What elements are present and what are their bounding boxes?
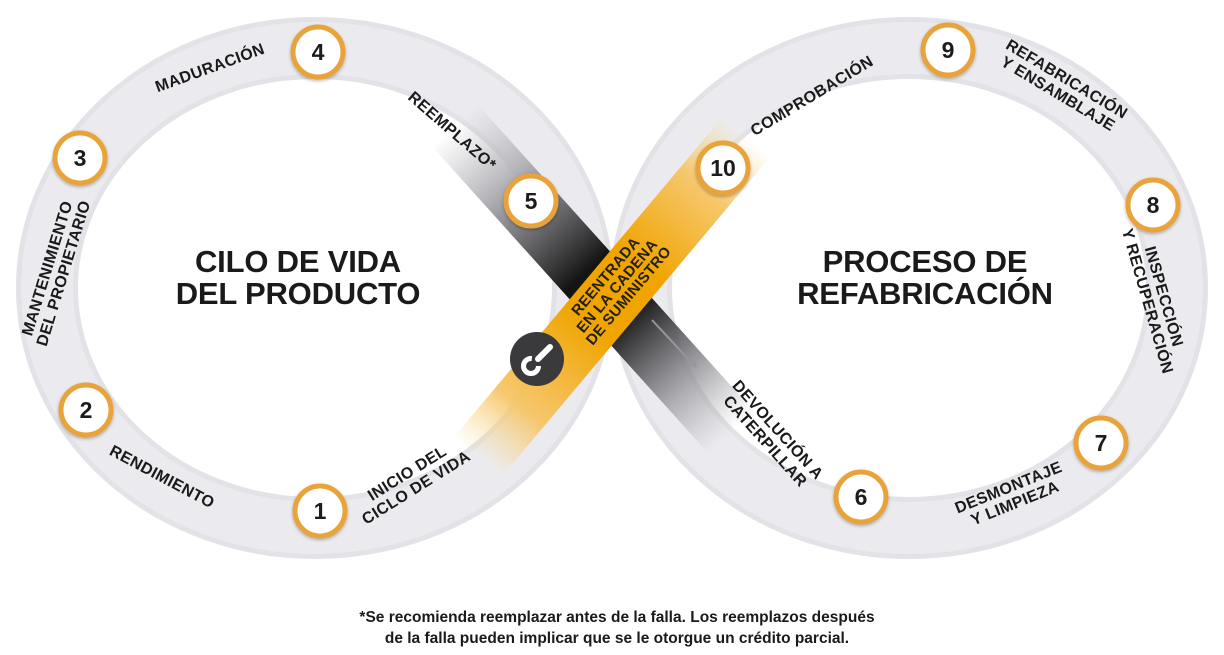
right-title-line1: PROCESO DE bbox=[823, 244, 1028, 279]
left-title-line2: DEL PRODUCTO bbox=[176, 276, 420, 311]
left-loop-title: CILO DE VIDA DEL PRODUCTO bbox=[176, 244, 421, 311]
step-badge-5-number: 5 bbox=[525, 188, 538, 214]
step-badge-8-number: 8 bbox=[1147, 192, 1160, 218]
step-badge-7-number: 7 bbox=[1095, 430, 1108, 456]
step-badge-6: 6 bbox=[833, 469, 889, 525]
footnote-line2: de la falla pueden implicar que se le ot… bbox=[385, 630, 849, 647]
step-badge-7: 7 bbox=[1073, 415, 1129, 471]
right-title-line2: REFABRICACIÓN bbox=[797, 275, 1053, 311]
reentry-band bbox=[453, 116, 771, 478]
step-badge-1: 1 bbox=[292, 483, 348, 539]
step-badge-2-number: 2 bbox=[80, 397, 93, 423]
right-loop-title: PROCESO DE REFABRICACIÓN bbox=[797, 244, 1053, 311]
step-badge-1-number: 1 bbox=[314, 498, 327, 524]
step-badge-3: 3 bbox=[52, 130, 108, 186]
footnote-line1: *Se recomienda reemplazar antes de la fa… bbox=[359, 609, 874, 626]
step-badge-9-number: 9 bbox=[942, 37, 955, 63]
step-badge-8: 8 bbox=[1125, 177, 1181, 233]
step-badge-10: 10 bbox=[695, 140, 751, 196]
wrench-icon bbox=[510, 332, 564, 386]
step-badge-5: 5 bbox=[503, 173, 559, 229]
step-badge-4-number: 4 bbox=[312, 39, 325, 65]
step-badge-6-number: 6 bbox=[855, 484, 868, 510]
step-badge-4: 4 bbox=[290, 24, 346, 80]
step-badge-9: 9 bbox=[920, 22, 976, 78]
step-badge-10-number: 10 bbox=[710, 155, 736, 181]
flow-arrow-icon bbox=[651, 319, 697, 368]
step-badge-3-number: 3 bbox=[74, 145, 87, 171]
footnote: *Se recomienda reemplazar antes de la fa… bbox=[359, 609, 874, 647]
step-badge-2: 2 bbox=[58, 382, 114, 438]
left-title-line1: CILO DE VIDA bbox=[195, 244, 401, 279]
